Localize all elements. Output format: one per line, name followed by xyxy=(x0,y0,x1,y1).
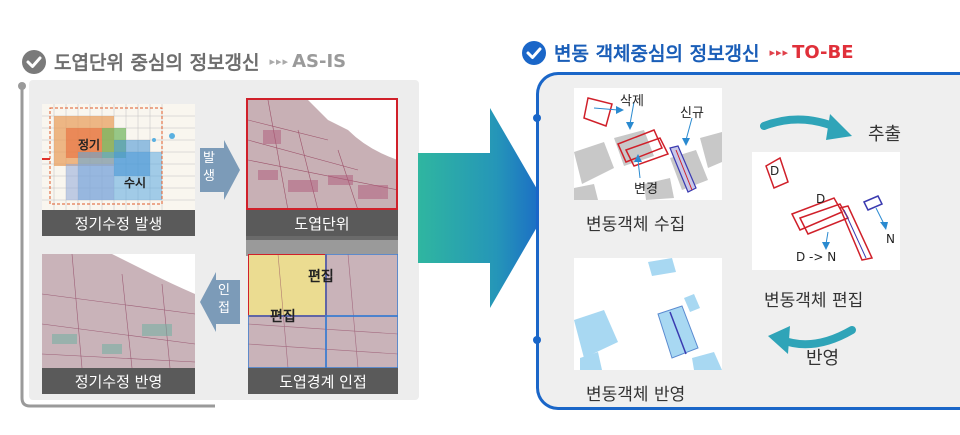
label-delete: 삭제 xyxy=(620,94,644,109)
arrow-occur: 발생 xyxy=(200,140,240,200)
caption-collect: 변동객체 수집 xyxy=(586,215,686,235)
big-transition-arrow xyxy=(418,108,548,308)
asis-title: 도엽단위 중심의 정보갱신 xyxy=(54,52,260,74)
check-circle-icon xyxy=(522,40,546,65)
border-map-graphic xyxy=(248,254,398,368)
caption-reflect: 변동객체 반영 xyxy=(586,385,686,405)
reflect-graphic xyxy=(574,258,722,370)
label-regular: 정기 xyxy=(78,138,101,152)
caption-sheet-border: 도엽경계 인접 xyxy=(248,368,398,394)
label-new: 신규 xyxy=(680,106,704,121)
map-sheet-unit xyxy=(246,98,398,210)
edit-graphic xyxy=(765,156,888,261)
tile-collect: 삭제 신규 변경 xyxy=(574,88,722,200)
grid-map-graphic xyxy=(42,104,195,210)
label-apply: 반영 xyxy=(806,348,840,369)
label-extract: 추출 xyxy=(868,124,902,145)
reflect-map-graphic xyxy=(42,254,195,368)
tile-reflect xyxy=(574,258,722,370)
map-regular-reflect xyxy=(42,254,195,368)
collect-graphic xyxy=(574,97,722,200)
label-edit-2: 편집 xyxy=(270,309,296,325)
tobe-panel-dots xyxy=(533,114,541,344)
label-frequent: 수시 xyxy=(124,176,147,190)
city-map-graphic xyxy=(248,100,396,208)
caption-regular-reflect: 정기수정 반영 xyxy=(42,368,195,394)
tobe-header: 변동 객체중심의 정보갱신 ▸▸▸ TO-BE xyxy=(522,39,854,66)
caption-sheet-unit: 도엽단위 xyxy=(246,210,398,236)
map-regular-update: 정기 수시 xyxy=(42,104,195,210)
label-n1: N xyxy=(886,232,895,246)
curved-arrow-extract xyxy=(760,114,852,140)
tobe-arrows: ▸▸▸ xyxy=(769,46,790,59)
label-change: 변경 xyxy=(634,182,658,197)
arrow-occur-label: 발생 xyxy=(203,151,215,184)
label-d1: D xyxy=(770,164,780,178)
arrow-adjacent: 인접 xyxy=(200,272,240,332)
tile-edit: D D N D -> N xyxy=(752,152,900,270)
tobe-title: 변동 객체중심의 정보갱신 xyxy=(554,43,760,65)
caption-regular-update: 정기수정 발생 xyxy=(42,210,195,236)
caption-edit: 변동객체 편집 xyxy=(764,291,864,311)
check-circle-icon xyxy=(22,49,46,74)
label-d-to-n: D -> N xyxy=(796,250,837,264)
curved-arrow-apply xyxy=(768,326,856,354)
asis-bracket-line xyxy=(18,82,215,408)
arrow-adjacent-label: 인접 xyxy=(218,283,230,316)
funnel-shape xyxy=(246,236,398,256)
label-d2: D xyxy=(816,192,826,206)
asis-tag: AS-IS xyxy=(292,51,347,72)
map-sheet-border: 편집 편집 xyxy=(248,254,398,368)
asis-arrows: ▸▸▸ xyxy=(269,55,290,68)
asis-header: 도엽단위 중심의 정보갱신 ▸▸▸ AS-IS xyxy=(22,48,346,75)
tobe-tag: TO-BE xyxy=(792,42,854,63)
label-edit-1: 편집 xyxy=(308,269,334,285)
